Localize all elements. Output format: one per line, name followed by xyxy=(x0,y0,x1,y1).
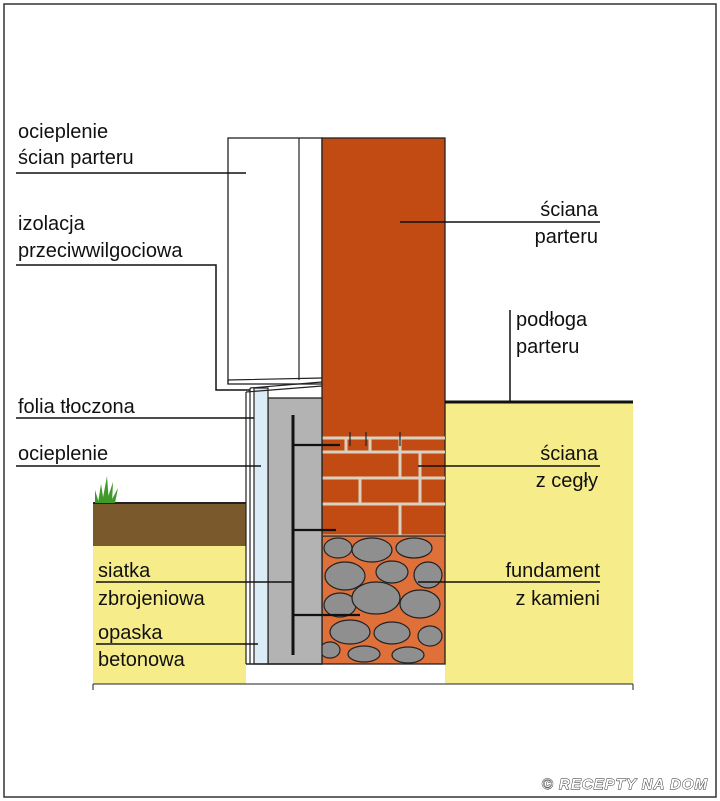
foundation-stone xyxy=(323,592,357,618)
embossed-foil-lines xyxy=(245,388,251,664)
reinforcement-mesh xyxy=(291,415,360,655)
ground-sand-right xyxy=(445,402,633,684)
foundation-stone xyxy=(395,537,433,559)
label-sciana-cegly-2: z cegły xyxy=(536,470,598,492)
label-folia: folia tłoczona xyxy=(18,396,136,418)
foundation-stone xyxy=(417,625,443,647)
foundation-stone xyxy=(351,581,401,615)
label-fundament-2: z kamieni xyxy=(516,588,600,610)
watermark: © RECEPTY NA DOM xyxy=(542,776,708,793)
foundation-stone xyxy=(391,646,425,664)
leader-izolacja xyxy=(16,264,250,391)
label-siatka-2: zbrojeniowa xyxy=(98,588,206,610)
foundation-stone xyxy=(399,589,441,619)
wall-insulation-board xyxy=(227,137,323,385)
label-siatka-1: siatka xyxy=(98,560,151,582)
label-izolacja-2: przeciwwilgociowa xyxy=(18,240,183,262)
grass-icon xyxy=(95,476,118,503)
lower-insulation xyxy=(253,387,269,665)
topsoil-layer xyxy=(93,503,246,546)
foundation-stone xyxy=(323,537,353,559)
label-fundament-1: fundament xyxy=(505,560,600,582)
label-ocieplenie-scian-2: ścian parteru xyxy=(18,147,134,169)
label-ocieplenie: ocieplenie xyxy=(18,443,108,465)
label-sciana-parteru-1: ściana xyxy=(540,199,599,221)
ground-sand-left xyxy=(93,546,246,684)
label-sciana-parteru-2: parteru xyxy=(535,226,598,248)
label-sciana-cegly-1: ściana xyxy=(540,443,599,465)
foundation-stone xyxy=(329,619,371,645)
foundation-stone xyxy=(413,561,443,589)
foundation-stone xyxy=(347,645,381,663)
leader-lines xyxy=(16,172,600,645)
foundation-stone xyxy=(373,621,411,645)
foundation-stone xyxy=(319,641,341,659)
brick-wall-parteru xyxy=(321,137,446,439)
moisture-barrier-lines xyxy=(227,377,323,384)
foundation-stone xyxy=(375,560,409,584)
label-podloga-1: podłoga xyxy=(516,309,588,331)
label-opaska-1: opaska xyxy=(98,622,163,644)
foundation-stone xyxy=(324,561,366,591)
label-opaska-2: betonowa xyxy=(98,649,186,671)
label-izolacja-1: izolacja xyxy=(18,213,86,235)
label-podloga-2: parteru xyxy=(516,336,579,358)
foundation-stone xyxy=(351,537,393,563)
foil-top-lines xyxy=(245,381,323,393)
label-ocieplenie-scian-1: ocieplenie xyxy=(18,121,108,143)
